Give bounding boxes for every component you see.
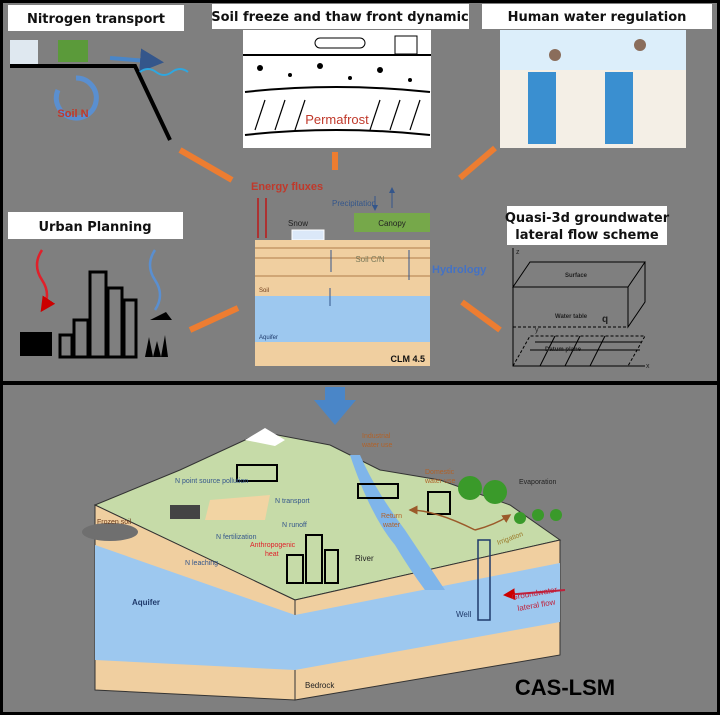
down-arrow-icon [314,387,356,425]
evaporation-label: Evaporation [519,479,556,486]
aquifer-label: Aquifer [132,598,160,607]
soil-layer [255,240,430,296]
permafrost-hatching [254,99,421,131]
precipitation-label: Precipitation [332,199,376,208]
trees-icon [458,476,562,524]
aquifer-front [95,545,295,670]
person-icon [549,49,561,61]
return-water-label: Return [381,513,402,520]
domestic-label: Domestic [425,469,455,476]
building-icon [286,554,304,584]
grass-icon [145,335,168,357]
tractor-icon [170,505,200,519]
building-icon [324,549,339,584]
frozen-soil-patch [82,523,138,541]
clm-panel: Energy fluxes Precipitation Snow Canopy … [251,181,487,366]
nitrogen-title: Nitrogen transport [27,12,165,27]
building-icon [305,534,323,584]
groundwater-arrow [503,588,566,601]
surface-label: Surface [565,273,588,279]
return-water-label-2: water [382,522,401,529]
n-runoff-label: N runoff [282,522,307,529]
heat-label: heat [265,551,279,558]
aquifer-label: Aquifer [259,335,278,341]
anthropogenic-label: Anthropogenic [250,542,296,549]
domestic-label-2: water use [424,478,455,485]
clm-name: CLM 4.5 [390,354,425,364]
model-name: CAS-LSM [515,675,615,700]
river-label: River [355,554,374,563]
factory-icon [357,483,399,499]
well-right [605,72,633,144]
z-axis-label: z [516,249,520,256]
soil-freeze-panel: Soil freeze and thaw front dynamic Perma… [211,4,469,148]
buildings-icon [58,270,138,359]
permafrost-label: Permafrost [305,112,369,127]
vapor-icon [148,249,162,311]
field-icon [205,495,270,520]
landscape-block: Frozen soil N point source pollution N t… [82,428,566,701]
canopy-label: Canopy [378,219,406,228]
snow-layer [291,229,325,241]
x-axis-label: x [646,363,650,370]
canopy-block [354,213,430,232]
aquifer-layer [255,296,430,342]
human-water-panel: Human water regulation [482,4,712,148]
house-icon [427,491,451,515]
energy-fluxes-label: Energy fluxes [251,181,323,193]
urban-title: Urban Planning [38,220,151,235]
n-fertilization-label: N fertilization [216,534,257,541]
well-left [528,72,556,144]
n-transport-label: N transport [275,498,310,505]
soil-n-label: Soil N [57,108,88,120]
cycle-arrow-icon [53,75,99,121]
terrain-line [10,64,172,141]
hydrology-label: Hydrology [432,264,487,276]
nitrogen-transport-panel: Nitrogen transport Soil N [8,5,189,141]
snow-cap [245,428,285,446]
soil-cn-label: Soil C/N [355,255,385,264]
river [350,455,445,590]
freeze-title: Soil freeze and thaw front dynamic [211,10,469,25]
n-point-label: N point source pollution [175,478,248,485]
truck-icon [20,332,52,356]
water-table-label: Water table [555,314,588,320]
industrial-label-2: water use [361,442,392,449]
quasi3d-title-line2: lateral flow scheme [515,228,659,243]
industrial-label: Industrial [362,433,391,440]
snow-label: Snow [288,219,308,228]
heat-arrow-icon [35,249,56,313]
q-label: q [602,314,608,325]
house-icon [394,35,418,55]
bedrock-label: Bedrock [305,681,335,690]
well-shaft [477,539,491,621]
urban-planning-panel: Urban Planning [8,212,183,359]
orange-arrows [178,145,502,333]
frozen-soil-label: Frozen soil [97,519,132,526]
datum-plane-label: Datum plane [545,347,582,353]
soil-label: Soil [259,288,269,294]
n-leaching-label: N leaching [185,560,218,567]
watering-can-icon [150,312,172,320]
quasi3d-title-line1: Quasi-3d groundwater [505,211,670,226]
bedrock-layer [255,342,430,366]
factory-icon [10,40,38,66]
person-icon [634,39,646,51]
water-wave-icon [139,68,189,76]
human-title: Human water regulation [508,10,687,25]
y-axis-label: y [535,327,539,334]
quasi3d-panel: Quasi-3d groundwater lateral flow scheme… [505,206,670,370]
factory-icon [236,464,278,482]
well-label: Well [456,610,472,619]
farm-icon [58,40,88,62]
